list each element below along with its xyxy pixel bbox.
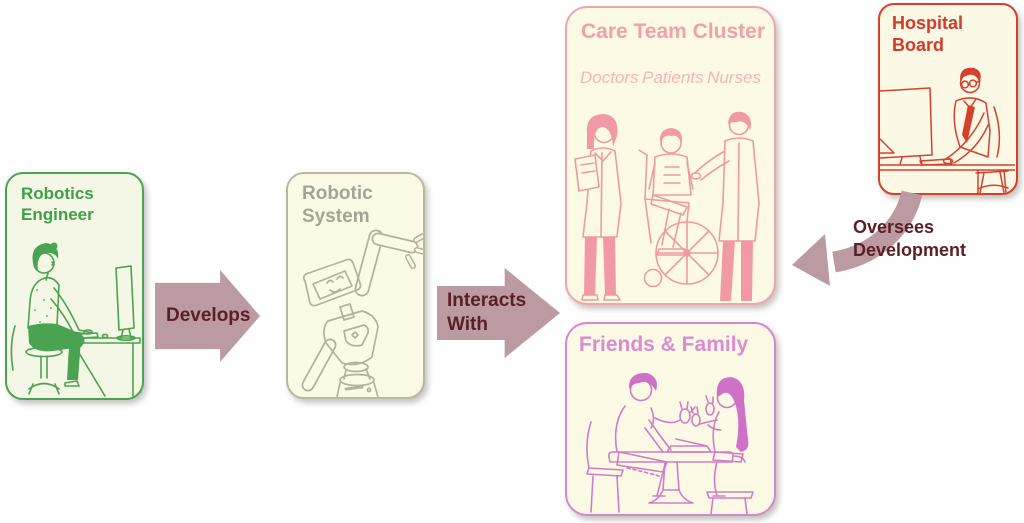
node-title: Robotics Engineer <box>21 184 94 224</box>
node-robotic-system: Robotic System <box>286 172 425 399</box>
care-team-roles: Doctors Patients Nurses <box>580 68 761 88</box>
robotics-engineer-illustration <box>10 242 141 397</box>
node-title: Robotic System <box>302 183 373 228</box>
arrow-oversees-development-label: Oversees Development <box>853 217 967 260</box>
node-title: Care Team Cluster <box>581 20 766 43</box>
arrow-oversees-development <box>792 190 923 286</box>
node-hospital-board: Hospital Board <box>878 3 1018 195</box>
hospital-board-illustration <box>880 67 1015 193</box>
arrow-develops-label: Develops <box>166 305 251 327</box>
arrow-interacts-with-label: Interacts With <box>447 290 527 335</box>
node-title: Hospital Board <box>892 13 964 55</box>
friends-family-illustration <box>586 372 754 514</box>
node-friends-family: Friends & Family <box>565 322 776 516</box>
arrow-develops: Develops <box>155 270 260 362</box>
role-doctors: Doctors <box>580 68 639 87</box>
node-care-team-cluster: Care Team Cluster Doctors Patients Nurse… <box>565 6 776 305</box>
node-robotics-engineer: Robotics Engineer <box>5 172 144 400</box>
care-team-illustration <box>574 111 760 301</box>
role-patients: Patients <box>642 68 704 87</box>
role-nurses: Nurses <box>707 68 761 87</box>
robotic-system-illustration <box>301 229 423 397</box>
node-title: Friends & Family <box>579 333 749 356</box>
arrow-interacts-with: Interacts With <box>437 268 560 358</box>
